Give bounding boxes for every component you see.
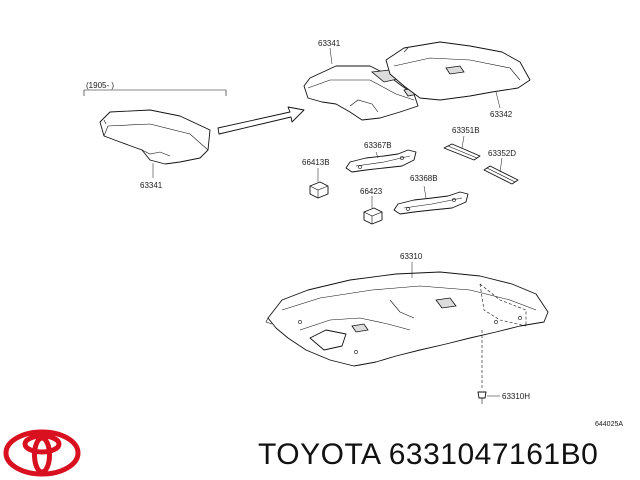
part-63367b [345, 149, 417, 173]
part-63341-left [99, 109, 211, 165]
part-66423 [363, 207, 383, 225]
part-63310 [265, 271, 549, 367]
label-63341-left: 63341 [140, 181, 163, 190]
part-63351b [443, 143, 481, 161]
label-63341-top: 63341 [318, 39, 341, 48]
part-66413b [309, 181, 329, 199]
range-bracket [83, 89, 227, 96]
part-number-caption: TOYOTA 6331047161B0 [258, 438, 599, 471]
label-66423: 66423 [360, 187, 383, 196]
label-63368b: 63368B [410, 174, 438, 183]
part-63310h [477, 391, 487, 404]
part-63352d [483, 165, 519, 185]
part-63342 [385, 41, 531, 101]
label-63367b: 63367B [364, 141, 392, 150]
label-63352d: 63352D [488, 149, 516, 158]
toyota-logo [3, 429, 81, 477]
label-63310h: 63310H [502, 392, 530, 401]
label-66413b: 66413B [302, 158, 330, 167]
range-note-label: (1905- ) [86, 81, 114, 90]
part-63368b [393, 191, 469, 215]
arrow-icon [217, 106, 305, 135]
label-63342: 63342 [490, 110, 513, 119]
figure-code: 644025A [595, 421, 623, 428]
label-63351b: 63351B [452, 126, 480, 135]
label-63310: 63310 [400, 252, 423, 261]
